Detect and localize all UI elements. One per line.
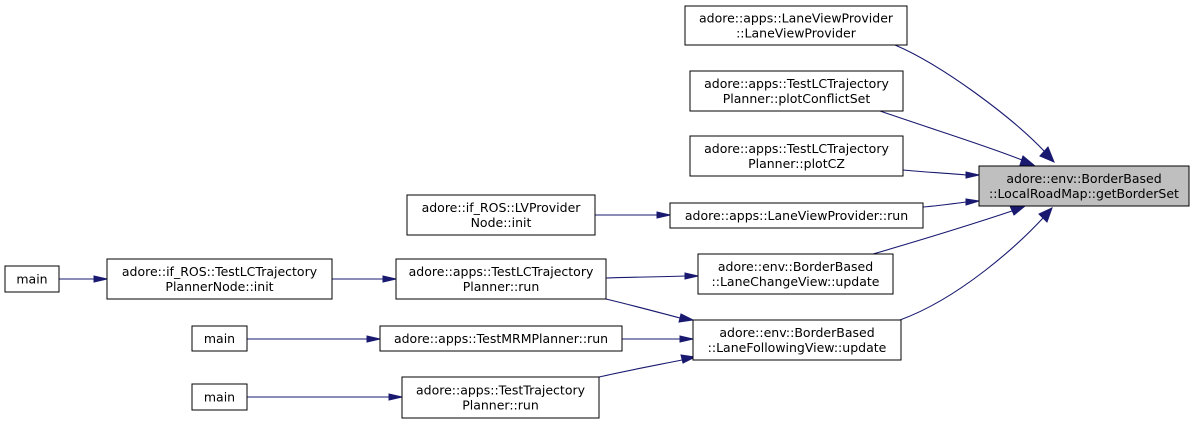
node-box [689,70,904,112]
edge-line [902,169,967,176]
arrowhead-icon [1038,207,1053,223]
node-label: ::LaneChangeView::update [712,274,880,289]
focus-function-node[interactable]: adore::env::BorderBased::LocalRoadMap::g… [978,165,1190,207]
arrowhead-icon [678,313,695,323]
function-nodes: adore::env::BorderBased::LocalRoadMap::g… [4,5,1190,419]
node-box [191,325,248,352]
node-label: Node::init [471,215,532,230]
function-node[interactable]: adore::env::BorderBased::LaneChangeView:… [697,253,894,295]
node-box [395,258,607,300]
node-box [106,258,333,300]
call-edge [332,275,397,283]
call-edge [622,335,694,343]
node-label: Planner::plotConflictSet [723,91,871,106]
edge-line [879,110,1023,161]
call-edge [598,354,697,378]
node-label: Planner::run [462,398,539,413]
function-node[interactable]: adore::apps::TestLCTrajectoryPlanner::pl… [689,70,904,112]
edge-line [598,359,683,378]
edge-line [872,210,1013,255]
function-node[interactable]: adore::apps::LaneViewProvider::LaneViewP… [684,5,908,46]
node-box [692,319,902,361]
edge-line [605,298,681,319]
call-edge [894,44,1055,163]
arrowhead-icon [680,354,697,364]
call-edge [899,207,1053,321]
function-node[interactable]: adore::apps::TestLCTrajectoryPlanner::ru… [395,258,607,300]
node-label: adore::apps::LaneViewProvider [699,11,894,26]
function-node[interactable]: main [4,265,60,293]
function-node[interactable]: adore::apps::TestMRMPlanner::run [379,325,623,352]
function-node[interactable]: adore::env::BorderBased::LaneFollowingVi… [692,319,902,361]
node-label: main [204,390,235,405]
edge-line [605,275,686,279]
call-edge [605,298,695,323]
node-label: ::LocalRoadMap::getBorderSet [989,186,1179,201]
call-edge [605,272,699,280]
arrowhead-icon [366,335,381,343]
node-label: adore::apps::LaneViewProvider::run [685,208,908,223]
arrowhead-icon [965,171,980,179]
node-label: adore::if_ROS::TestLCTrajectory [122,264,318,279]
node-box [697,253,894,295]
node-box [669,202,924,229]
function-node[interactable]: main [191,325,248,352]
call-edge [595,211,671,219]
call-edge [59,275,108,283]
node-label: adore::env::BorderBased [718,259,873,274]
node-label: Planner::run [463,279,540,294]
arrowhead-icon [656,211,671,219]
arrowhead-icon [382,275,397,283]
node-label: main [204,331,235,346]
node-box [406,194,596,236]
node-box [401,376,600,419]
arrowhead-icon [1009,205,1027,216]
arrowhead-icon [684,272,699,280]
node-label: adore::apps::TestMRMPlanner::run [394,331,608,346]
function-node[interactable]: adore::apps::TestLCTrajectoryPlanner::pl… [689,135,904,177]
call-edge [922,198,980,208]
arrowhead-icon [1039,146,1055,163]
node-box [191,383,248,411]
node-box [689,135,904,177]
edge-line [899,217,1044,321]
function-node[interactable]: adore::apps::LaneViewProvider::run [669,202,924,229]
function-node[interactable]: adore::if_ROS::TestLCTrajectoryPlannerNo… [106,258,333,300]
node-label: Planner::plotCZ [748,156,845,171]
node-label: PlannerNode::init [165,279,273,294]
node-box [379,325,623,352]
node-box [978,165,1190,207]
node-label: adore::apps::TestTrajectory [416,383,586,398]
arrowhead-icon [93,275,108,283]
arrowhead-icon [679,335,694,343]
node-label: adore::apps::TestLCTrajectory [704,141,889,156]
node-label: ::LaneViewProvider [736,26,857,41]
edge-line [894,44,1046,153]
node-label: ::LaneFollowingView::update [708,340,887,355]
call-edge [872,205,1027,255]
node-box [684,5,908,46]
call-edge [902,169,980,179]
node-label: adore::apps::TestLCTrajectory [704,76,889,91]
node-box [4,265,60,293]
function-node[interactable]: main [191,383,248,411]
edge-line [922,201,967,208]
call-edge [247,393,403,401]
node-label: adore::if_ROS::LVProvider [422,200,582,215]
node-label: adore::env::BorderBased [1006,171,1161,186]
node-label: adore::env::BorderBased [719,325,874,340]
node-label: main [16,272,47,287]
arrowhead-icon [965,198,980,206]
call-edge [247,335,381,343]
call-edges [59,44,1055,401]
node-label: adore::apps::TestLCTrajectory [409,264,594,279]
arrowhead-icon [388,393,403,401]
arrowhead-icon [1019,155,1037,167]
